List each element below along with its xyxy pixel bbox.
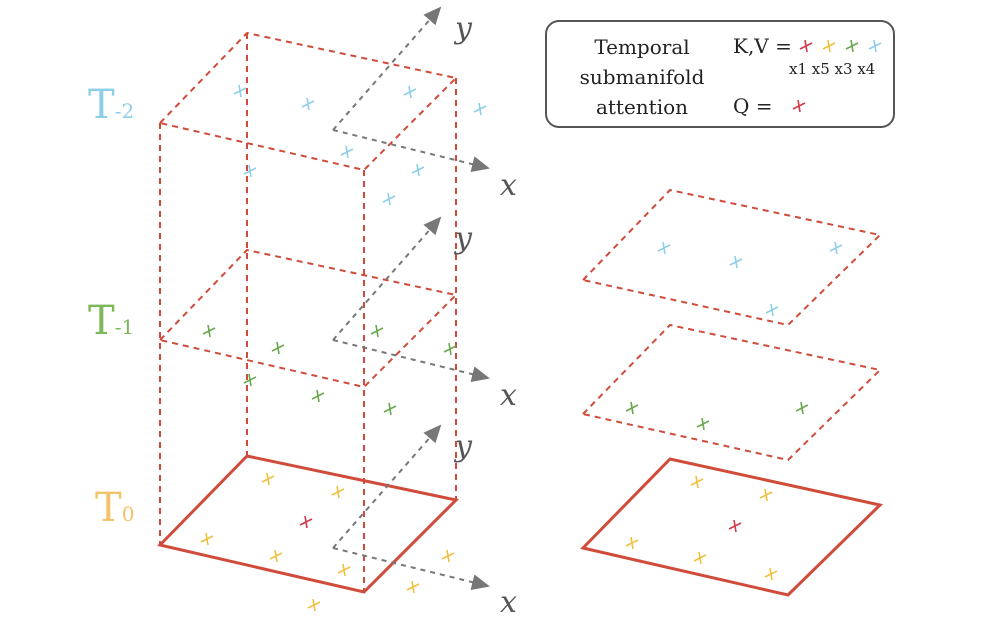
time-label-t-1-base: T: [88, 298, 115, 344]
blue-marker-icon: [403, 85, 417, 99]
right-stack-frame: [581, 188, 883, 462]
time-label-t-2-base: T: [88, 82, 115, 128]
green-marker-icon: [696, 417, 710, 431]
axis-label-y-bot: y: [453, 429, 473, 464]
blue-marker-icon: [340, 145, 354, 159]
yellow-marker-icon: [441, 549, 455, 563]
red-query-marker-icon: [299, 515, 313, 529]
green-marker-icon: [202, 324, 216, 338]
green-marker-icon: [383, 402, 397, 416]
time-label-t0-sub: 0: [121, 502, 135, 526]
blue-marker-icon: [301, 97, 315, 111]
right-plane-t0: [580, 457, 884, 597]
time-label-t-1: T-1: [88, 298, 134, 344]
time-label-t-2: T-2: [88, 82, 134, 128]
legend-kv-label: K,V =: [733, 34, 792, 58]
legend-q-label: Q =: [733, 94, 773, 118]
legend-title: Temporal submanifold attention: [557, 32, 727, 122]
green-marker-icon: [271, 341, 285, 355]
time-label-t-1-sub: -1: [114, 315, 135, 339]
yellow-marker-icon: [269, 549, 283, 563]
legend-green-marker-icon: [845, 39, 859, 53]
red-query-marker-icon: [728, 519, 742, 533]
legend-yellow-marker-icon: [822, 39, 836, 53]
blue-marker-icon: [233, 84, 247, 98]
legend-red-marker-icon: [799, 39, 813, 53]
blue-marker-icon: [382, 192, 396, 206]
blue-marker-icon: [829, 241, 843, 255]
legend-title-line-2: submanifold: [579, 65, 705, 89]
green-marker-icon: [625, 401, 639, 415]
axis-label-y-top: y: [453, 11, 473, 46]
axis-arrows: [332, 6, 490, 590]
blue-marker-icon: [765, 303, 779, 317]
time-label-t0-base: T: [95, 485, 122, 531]
blue-marker-icon: [473, 102, 487, 116]
legend-box: Temporal submanifold attention K,V = x1 …: [545, 20, 895, 128]
yellow-marker-icon: [764, 567, 778, 581]
green-marker-icon: [370, 324, 384, 338]
green-marker-icon: [795, 401, 809, 415]
legend-title-line-1: Temporal: [594, 35, 690, 59]
axis-label-x-top: x: [500, 168, 517, 203]
yellow-marker-icon: [200, 532, 214, 546]
time-label-t-2-sub: -2: [114, 99, 135, 123]
green-marker-icon: [443, 342, 457, 356]
axis-label-x-mid: x: [500, 378, 517, 413]
yellow-marker-icon: [307, 598, 321, 612]
yellow-marker-icon: [759, 488, 773, 502]
yellow-marker-icon: [690, 475, 704, 489]
legend-title-line-3: attention: [595, 95, 689, 119]
yellow-marker-icon: [261, 472, 275, 486]
green-marker-icon: [311, 389, 325, 403]
blue-marker-icon: [729, 255, 743, 269]
blue-marker-icon: [243, 164, 257, 178]
legend-blue-marker-icon: [868, 39, 882, 53]
blue-marker-icon: [411, 163, 425, 177]
legend-q-red-marker-icon: [792, 99, 806, 113]
yellow-marker-icon: [331, 485, 345, 499]
left-stack-frame: [158, 31, 459, 592]
left-plane-t0: [157, 454, 460, 594]
time-label-t0: T0: [95, 485, 134, 531]
yellow-marker-icon: [625, 536, 639, 550]
yellow-marker-icon: [337, 563, 351, 577]
axis-label-x-bot: x: [500, 585, 517, 620]
green-marker-icon: [243, 373, 257, 387]
blue-marker-icon: [657, 241, 671, 255]
legend-multipliers: x1 x5 x3 x4: [789, 60, 876, 78]
yellow-marker-icon: [406, 580, 420, 594]
legend-markers: [792, 39, 882, 113]
axis-label-y-mid: y: [453, 221, 473, 256]
point-markers: [200, 84, 843, 612]
yellow-marker-icon: [693, 551, 707, 565]
